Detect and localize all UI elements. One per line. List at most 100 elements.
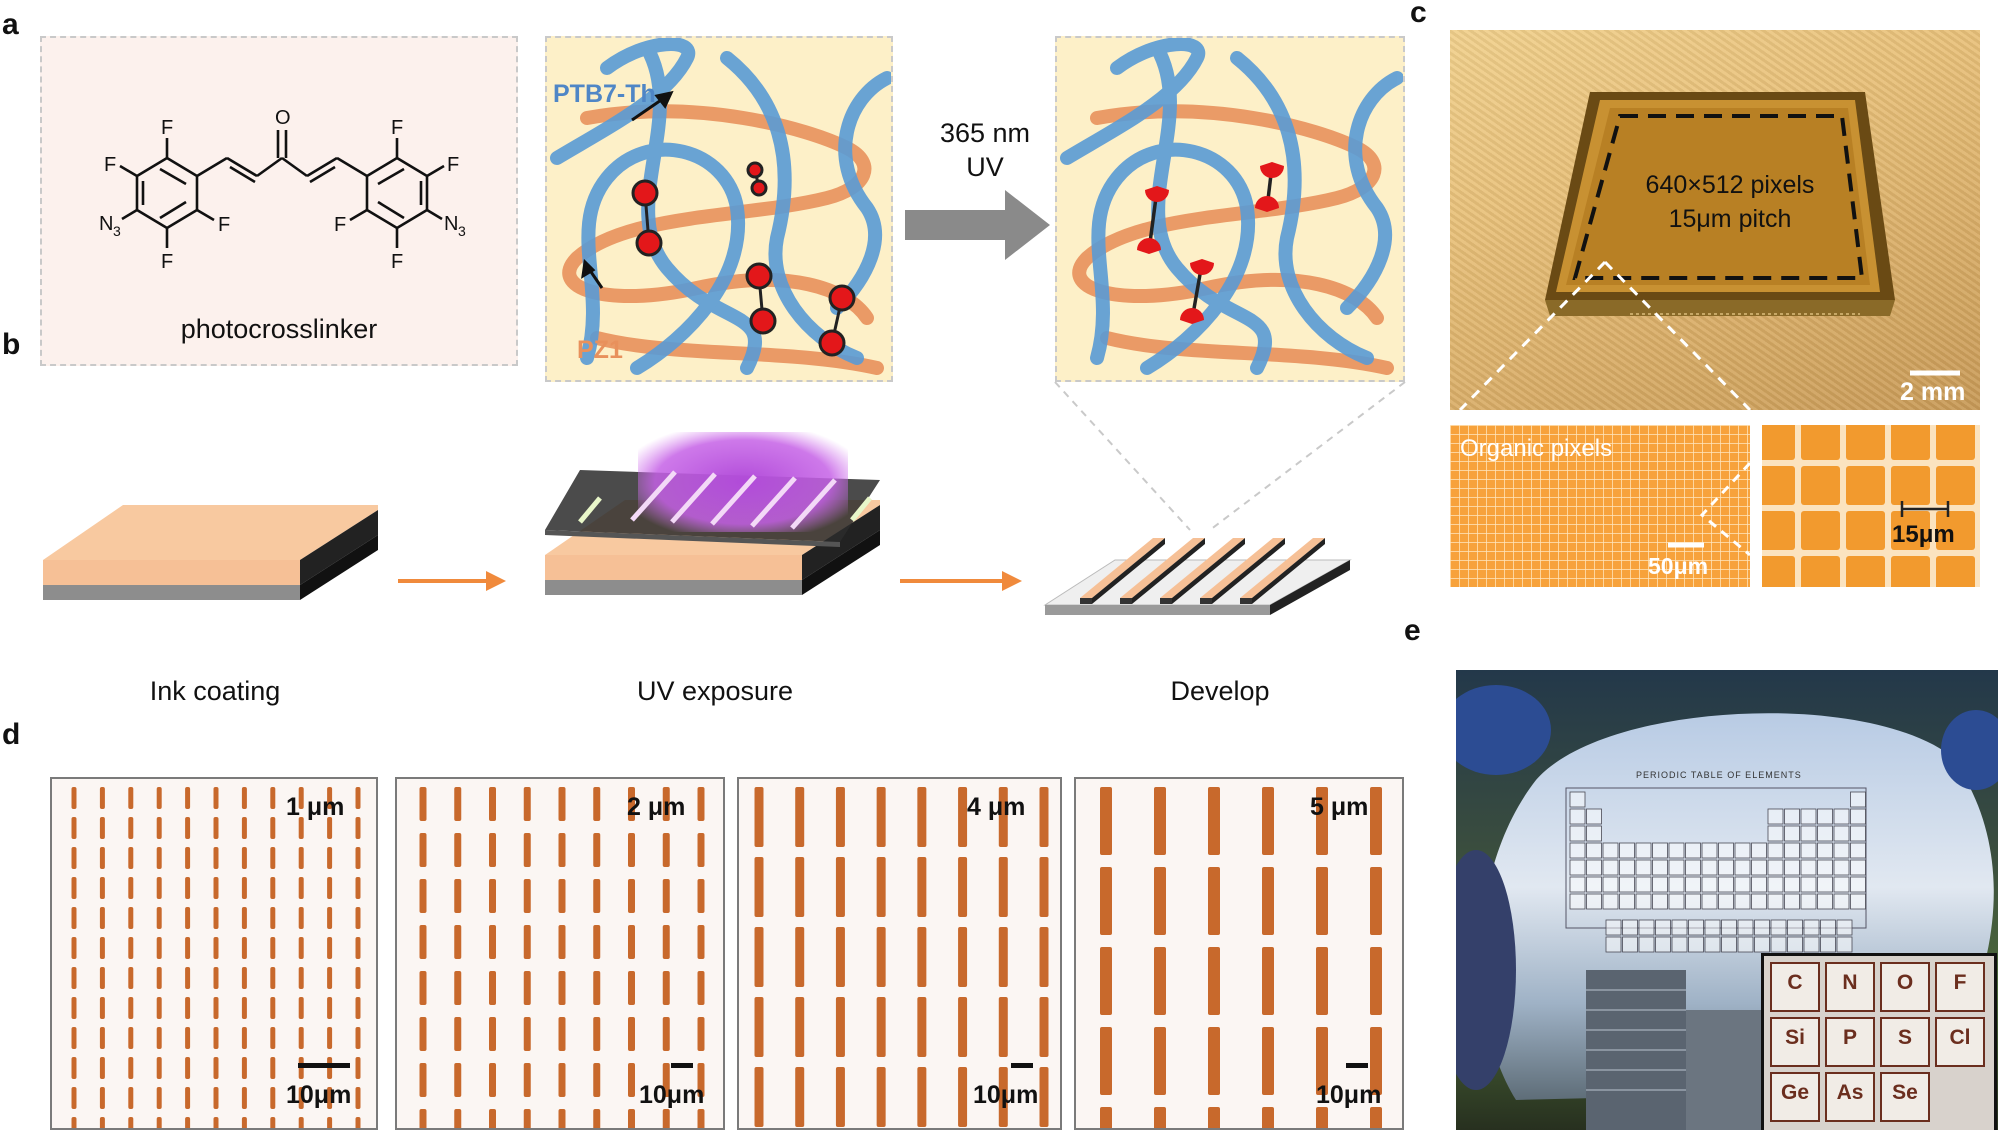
pattern-strip <box>99 847 105 869</box>
pattern-strip <box>998 927 1008 987</box>
step-ink-coating: Ink coating <box>149 676 281 706</box>
pattern-strip <box>523 879 531 913</box>
pattern-strip <box>558 1109 566 1128</box>
pattern-strip <box>697 1017 705 1051</box>
element-cell <box>1668 876 1685 893</box>
pixel-cell <box>1936 466 1975 505</box>
pattern-strip <box>213 967 219 989</box>
element-cell <box>1718 893 1734 910</box>
element-symbol: Ge <box>1780 1081 1809 1104</box>
element-cell <box>1622 919 1638 936</box>
pattern-strip <box>71 1027 77 1049</box>
molecule-caption: photocrosslinker <box>180 314 378 344</box>
developed-pattern <box>1043 538 1352 615</box>
molecule-box: O F F F F F F F F N 3 N 3 photocrosslink… <box>40 36 518 366</box>
pattern-strip <box>1262 1107 1274 1128</box>
pattern-strip <box>558 1063 566 1097</box>
element-cell <box>1619 893 1635 910</box>
element-cell <box>1602 859 1619 876</box>
pattern-strip <box>419 971 427 1005</box>
element-cell <box>1701 876 1718 893</box>
atom-F: F <box>391 117 403 139</box>
pattern-strip <box>958 787 968 847</box>
element-cell <box>1850 842 1866 859</box>
pattern-strip <box>489 879 496 913</box>
element-cell <box>1770 919 1787 936</box>
panel-label-e: e <box>1404 614 1421 647</box>
pattern-strip <box>998 1067 1008 1127</box>
pattern-strip <box>327 1117 333 1128</box>
panel-label-b: b <box>2 328 21 361</box>
panel-label-a: a <box>2 8 19 41</box>
pattern-strip <box>156 967 162 989</box>
pixel-cell <box>1801 556 1840 587</box>
element-cell <box>1800 842 1817 859</box>
pattern-strip <box>1370 947 1382 1015</box>
pattern-strip <box>1316 1027 1328 1095</box>
pattern-strip <box>697 787 705 821</box>
pattern-strip <box>213 877 219 899</box>
element-cell <box>1668 859 1685 876</box>
element-cell <box>1833 876 1850 893</box>
pattern-strip <box>327 907 333 929</box>
pattern-micrograph-5um: 5 μm 10μm <box>1074 777 1404 1130</box>
element-cell <box>1787 919 1803 936</box>
process-arrow-1 <box>398 571 506 591</box>
pattern-strip <box>419 1109 427 1128</box>
process-arrow-2 <box>900 571 1022 591</box>
pattern-strip <box>662 971 670 1005</box>
pattern-strip <box>662 1063 670 1097</box>
pattern-strip <box>270 1027 276 1049</box>
pattern-strip <box>754 1067 764 1127</box>
pattern-strip <box>1039 1067 1049 1127</box>
pattern-strip <box>558 1017 566 1051</box>
pattern-strip <box>298 787 304 809</box>
pattern-strip <box>523 971 531 1005</box>
pattern-strip <box>99 937 105 959</box>
pattern-strip <box>270 967 276 989</box>
pattern-strip <box>298 877 304 899</box>
element-cell <box>1784 876 1800 893</box>
pattern-strip <box>185 967 191 989</box>
element-cell <box>1652 893 1668 910</box>
pattern-strip <box>298 847 304 869</box>
pattern-strip <box>185 817 191 839</box>
pattern-strip <box>185 877 191 899</box>
element-symbol: O <box>1896 971 1914 994</box>
pattern-strip <box>213 907 219 929</box>
pixel-cell <box>1846 466 1885 505</box>
element-symbol: F <box>1953 971 1967 994</box>
pattern-strip <box>628 1017 635 1051</box>
element-cell <box>1586 859 1602 876</box>
pattern-strip <box>1100 787 1112 855</box>
pattern-strip <box>1208 1027 1220 1095</box>
pattern-strip <box>876 1067 886 1127</box>
pattern-strip <box>213 1117 219 1128</box>
element-cell <box>1635 859 1652 876</box>
element-cell <box>1803 936 1820 953</box>
element-cell <box>1704 919 1721 936</box>
pattern-strip <box>1208 787 1220 855</box>
element-cell <box>1767 859 1784 876</box>
pattern-strip <box>558 925 566 959</box>
pattern-strip <box>327 967 333 989</box>
pattern-strip <box>327 937 333 959</box>
pattern-strip <box>958 997 968 1057</box>
chip-pitch: 15μm pitch <box>1668 205 1792 233</box>
element-cell <box>1734 876 1751 893</box>
pattern-strip <box>876 927 886 987</box>
element-cell <box>1652 876 1668 893</box>
pattern-strip <box>99 907 105 929</box>
element-cell <box>1817 859 1833 876</box>
element-cell <box>1737 919 1754 936</box>
pattern-strip <box>1100 867 1112 935</box>
pattern-strip <box>213 1087 219 1109</box>
pixel-cell <box>1891 425 1930 460</box>
pattern-strip <box>185 1087 191 1109</box>
zoom-connector-lines <box>1054 381 1406 531</box>
pattern-strip <box>355 1117 361 1128</box>
pattern-strip <box>558 787 566 821</box>
element-cell <box>1655 936 1671 953</box>
element-cell <box>1817 893 1833 910</box>
atom-F: F <box>104 154 116 176</box>
